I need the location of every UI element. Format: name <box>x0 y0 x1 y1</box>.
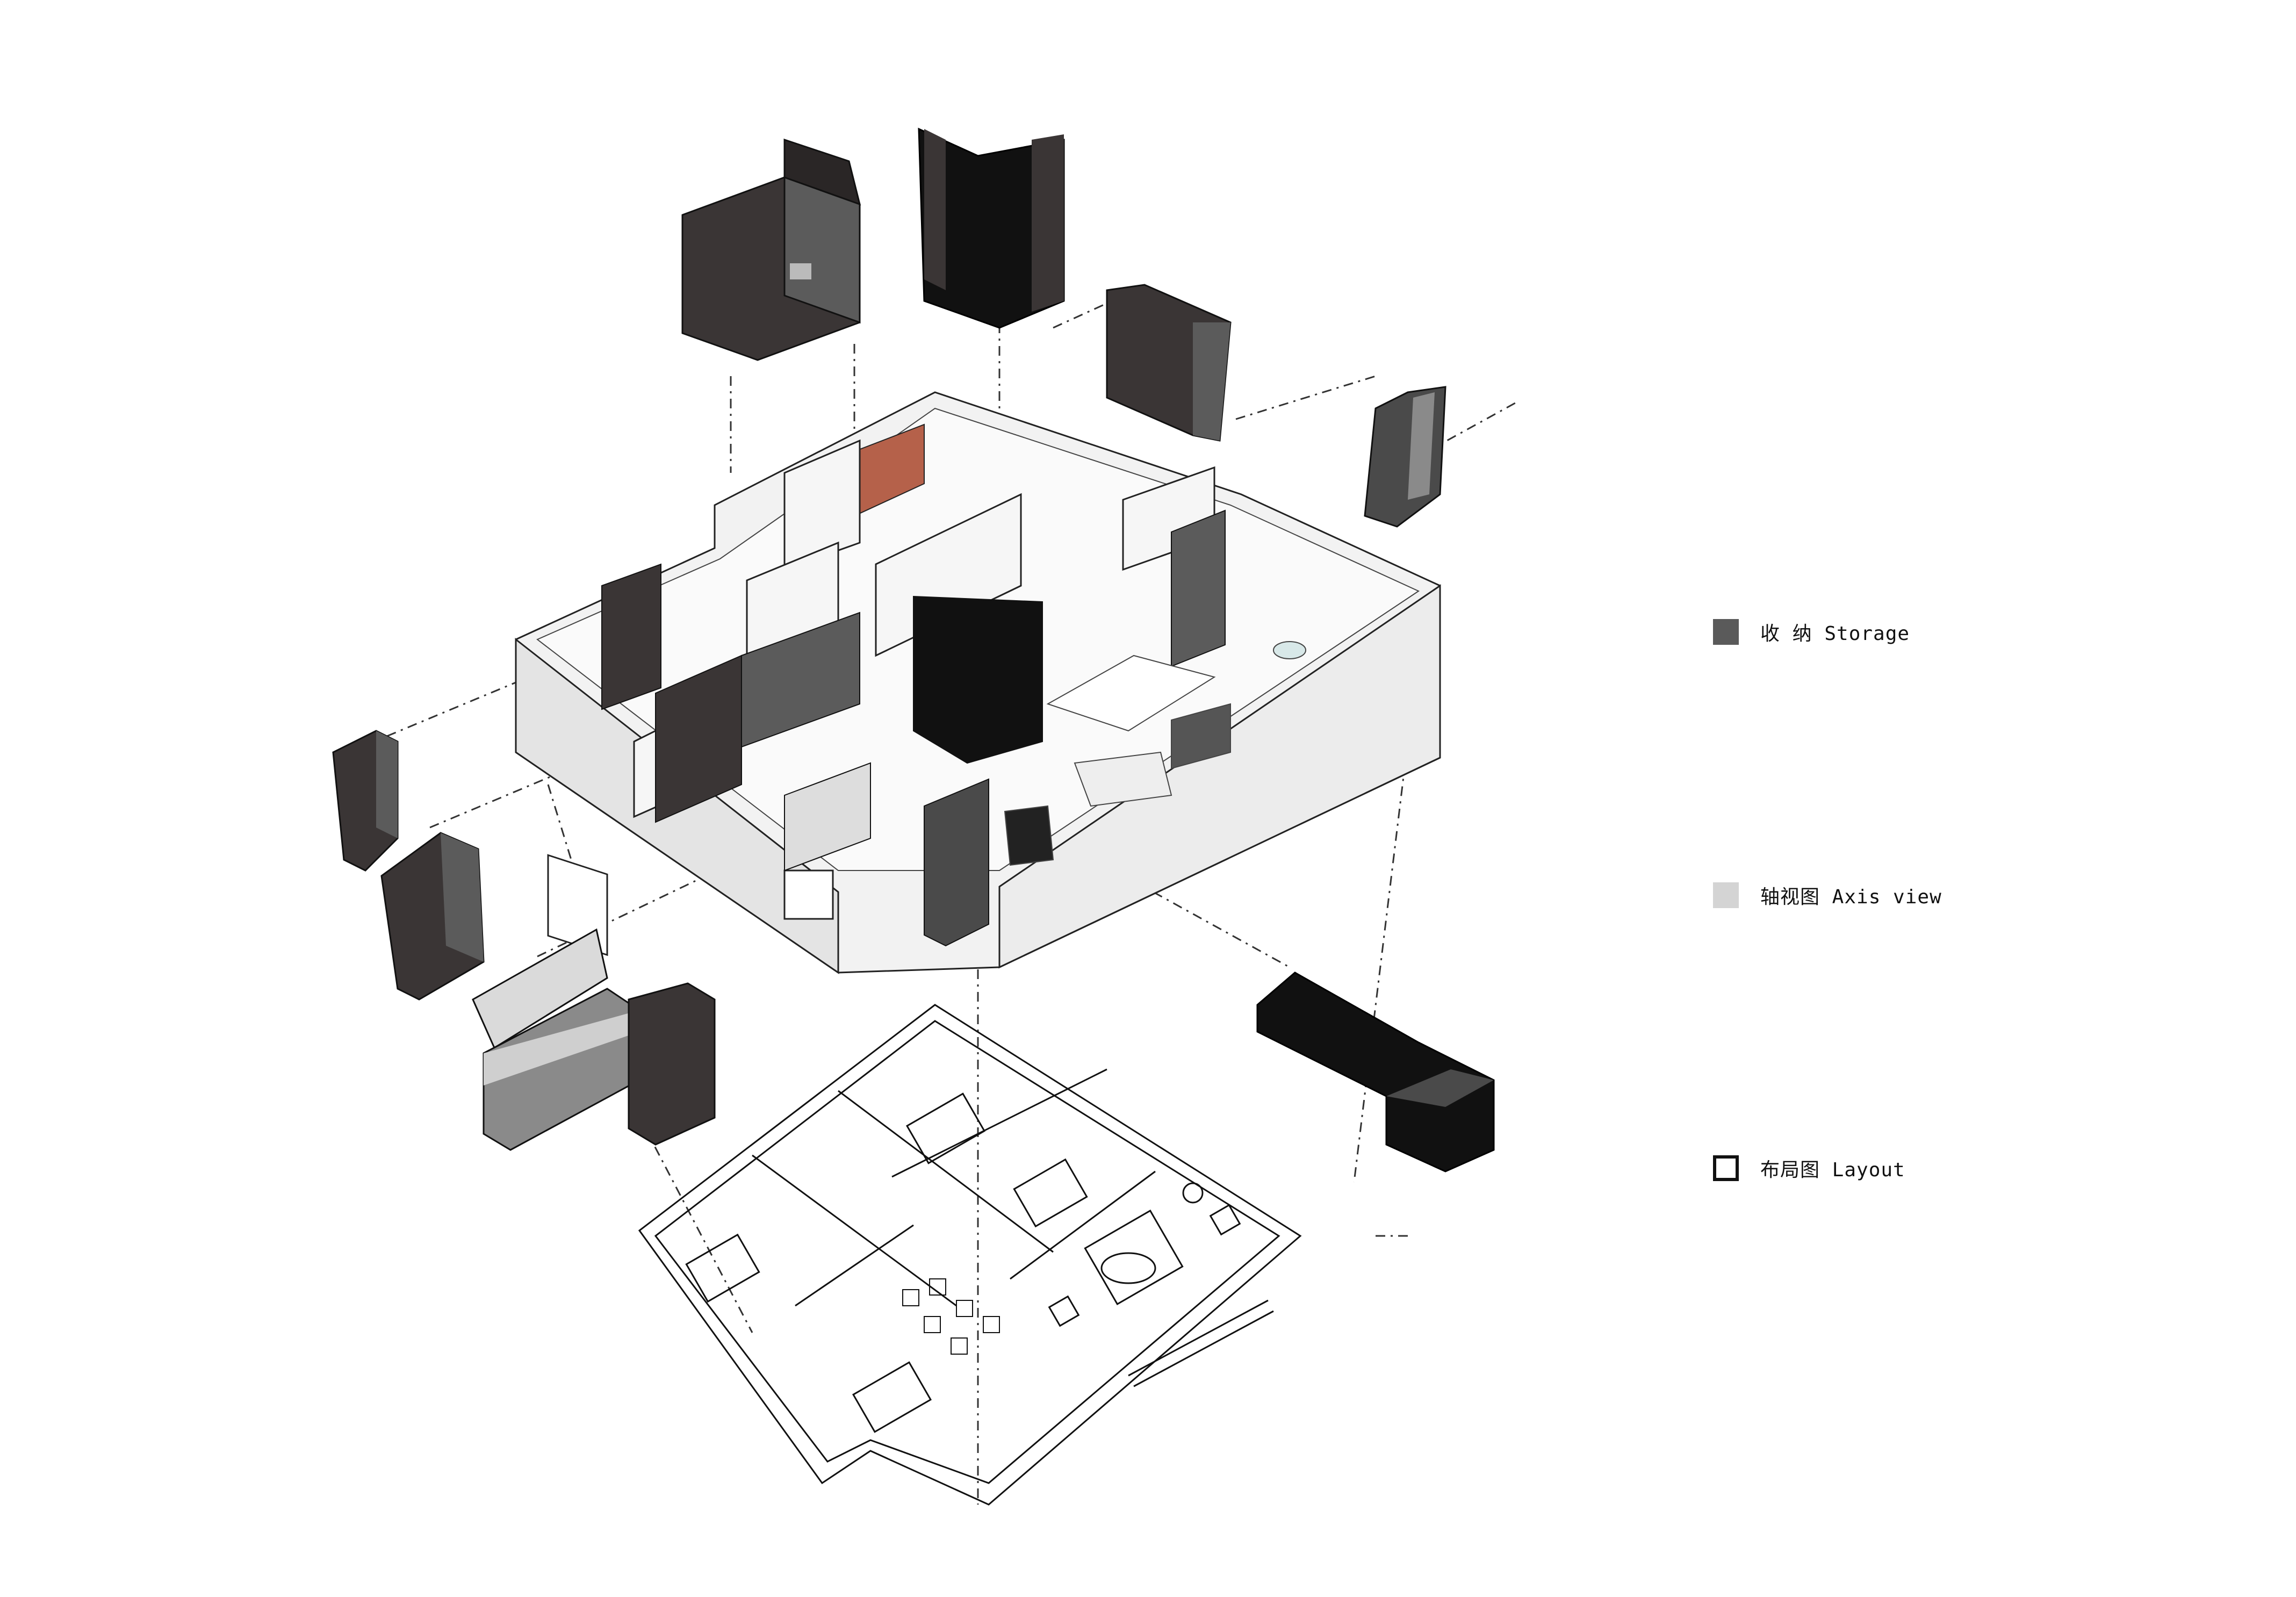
storage-unit-slim-cabinet <box>1364 386 1446 528</box>
storage-unit-left-lower <box>380 832 485 1001</box>
dining-chairs <box>902 1278 1000 1355</box>
axis-view-label: 轴视图 Axis view <box>1760 886 1942 908</box>
storage-unit-kitchen-block <box>472 928 716 1151</box>
storage-unit-tall-cabinet <box>681 138 861 361</box>
storage-swatch <box>1713 619 1739 645</box>
legend-item-layout: 布局图 Layout <box>1713 1154 1905 1182</box>
legend-item-axis-view: 轴视图 Axis view <box>1713 881 1942 909</box>
axonometric-floor-model <box>515 391 1441 974</box>
layout-swatch <box>1713 1155 1739 1181</box>
layout-label: 布局图 Layout <box>1760 1159 1905 1181</box>
axis-view-swatch <box>1713 882 1739 908</box>
storage-unit-dresser <box>1106 284 1232 442</box>
legend-item-storage: 收 纳 Storage <box>1713 618 1910 646</box>
storage-label: 收 纳 Storage <box>1760 623 1910 645</box>
storage-unit-black-counter <box>1256 972 1495 1172</box>
storage-unit-black-wardrobe <box>918 127 1065 329</box>
storage-unit-left-upper <box>332 730 399 872</box>
floor-plan-layout <box>638 1004 1302 1506</box>
